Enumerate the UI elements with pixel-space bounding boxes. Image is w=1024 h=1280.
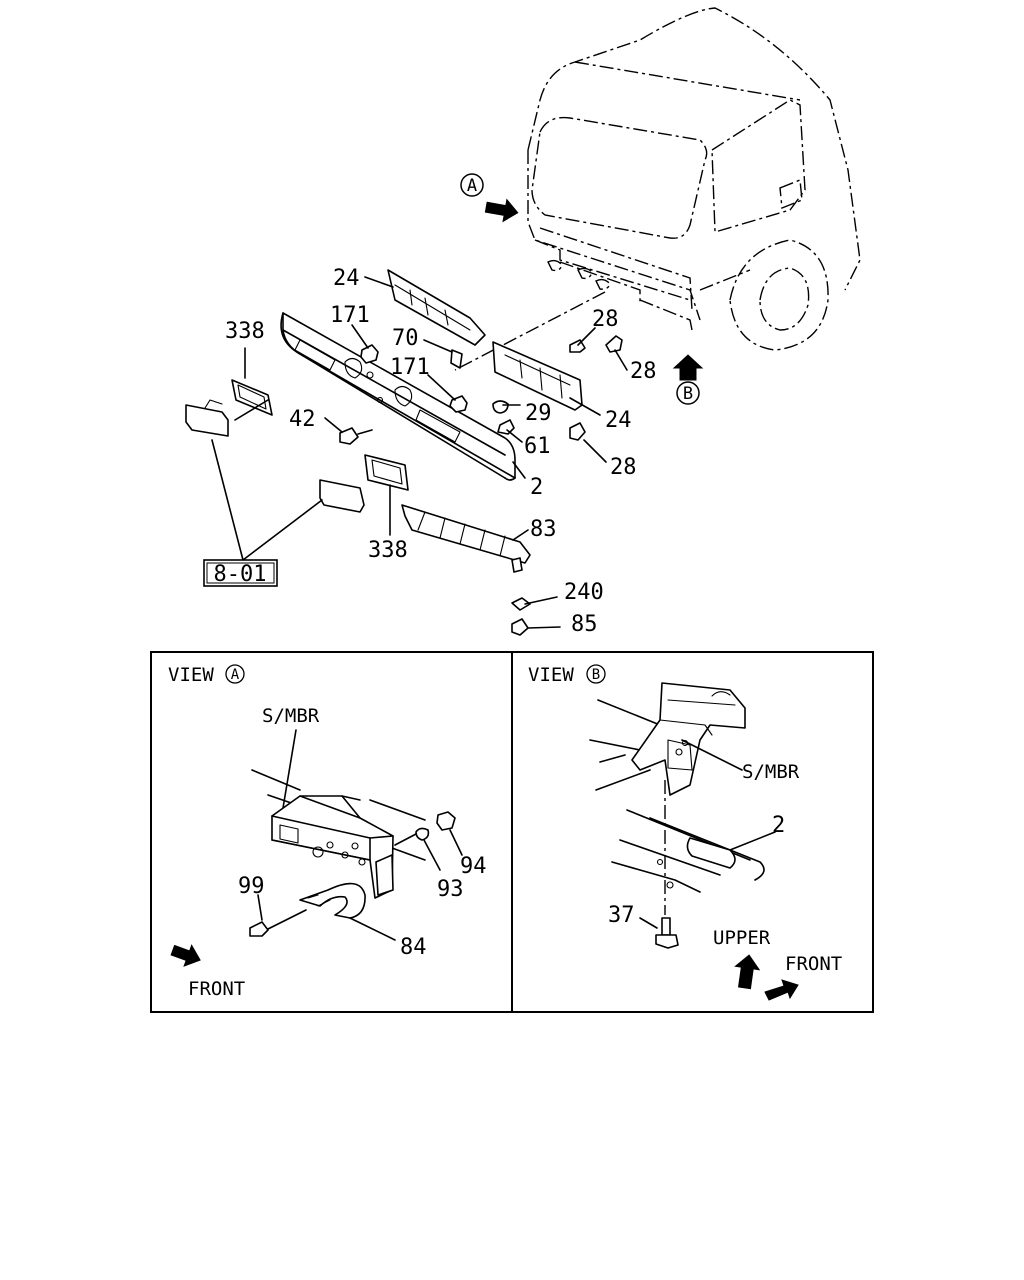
view-a-callout-94: 94 [460, 854, 487, 879]
view-b-content: VIEW B S/MBR 2 37 UPPER FR [528, 664, 842, 1001]
view-a-callout-93: 93 [437, 877, 464, 902]
view-b-title: VIEW [528, 664, 574, 686]
frame-phantom-leader [454, 291, 606, 371]
callout-24b: 24 [605, 408, 632, 433]
callout-61: 61 [524, 434, 551, 459]
view-b-callout-2: 2 [772, 813, 785, 838]
callout-240: 240 [564, 580, 604, 605]
view-b-panel [511, 651, 874, 1013]
lamp-right [319, 479, 365, 513]
lamp-left [185, 399, 229, 437]
fasteners [339, 335, 623, 445]
view-b-marker: B [672, 354, 704, 405]
bolt-28b [605, 335, 623, 353]
clip-240 [511, 597, 531, 611]
view-a-title: VIEW [168, 664, 214, 686]
callout-2: 2 [530, 475, 543, 500]
view-b-upper-label: UPPER [713, 927, 771, 949]
view-a-callout-99: 99 [238, 874, 265, 899]
arrow-b-up-icon [672, 354, 704, 381]
callout-labels-upper: 24 171 338 70 171 28 28 42 29 24 61 28 2… [225, 266, 657, 637]
callout-338a: 338 [225, 319, 265, 344]
marker-b-letter: B [683, 384, 693, 404]
bolt-28c [569, 422, 586, 441]
view-a-front-arrow-icon [170, 944, 201, 967]
bolt-61 [497, 419, 515, 435]
lamp-bezel-left [231, 379, 273, 416]
view-b-callout-37: 37 [608, 903, 635, 928]
view-b-front-arrow-icon [764, 979, 799, 1001]
view-b-smbr: S/MBR [742, 761, 800, 783]
lamp-bezel-right [364, 454, 409, 491]
callout-85: 85 [571, 612, 598, 637]
view-b-front-label: FRONT [785, 953, 842, 975]
callout-42: 42 [289, 407, 316, 432]
view-b-upper-arrow-icon [734, 954, 761, 990]
callout-28b: 28 [630, 359, 657, 384]
callout-338b: 338 [368, 538, 408, 563]
view-a-callout-84: 84 [400, 935, 427, 960]
view-b-title-marker: B [592, 667, 600, 683]
bolt-28a [569, 339, 586, 353]
callout-28c: 28 [610, 455, 637, 480]
view-a-marker: A [460, 173, 519, 223]
bolt-42 [339, 427, 359, 445]
undercover-panel [401, 504, 531, 573]
front-bumper [280, 312, 516, 481]
view-a-front-label: FRONT [188, 978, 245, 1000]
callout-171b: 171 [390, 355, 430, 380]
reference-label: 8-01 [214, 562, 267, 587]
washer-29 [492, 400, 509, 414]
side-member-bracket [631, 682, 746, 796]
callout-171a: 171 [330, 303, 370, 328]
view-a-smbr: S/MBR [262, 705, 320, 727]
callout-29: 29 [525, 401, 552, 426]
bumper-bracket-upper [387, 269, 486, 369]
view-a-title-marker: A [231, 667, 240, 683]
reference-box: 8-01 [203, 559, 278, 587]
callout-83: 83 [530, 517, 557, 542]
callout-70: 70 [392, 326, 419, 351]
tow-hook [299, 882, 366, 919]
marker-a-letter: A [467, 176, 477, 196]
truck-cab-outline [527, 7, 861, 351]
bumper-bracket-lower [492, 341, 583, 411]
callout-24a: 24 [333, 266, 360, 291]
callout-leaders-upper [211, 276, 628, 629]
view-a-content: VIEW A S/MBR [168, 664, 487, 1000]
bolt-85 [511, 618, 529, 636]
nut-171a [360, 344, 379, 364]
arrow-a-icon [484, 198, 519, 223]
callout-28a: 28 [592, 307, 619, 332]
